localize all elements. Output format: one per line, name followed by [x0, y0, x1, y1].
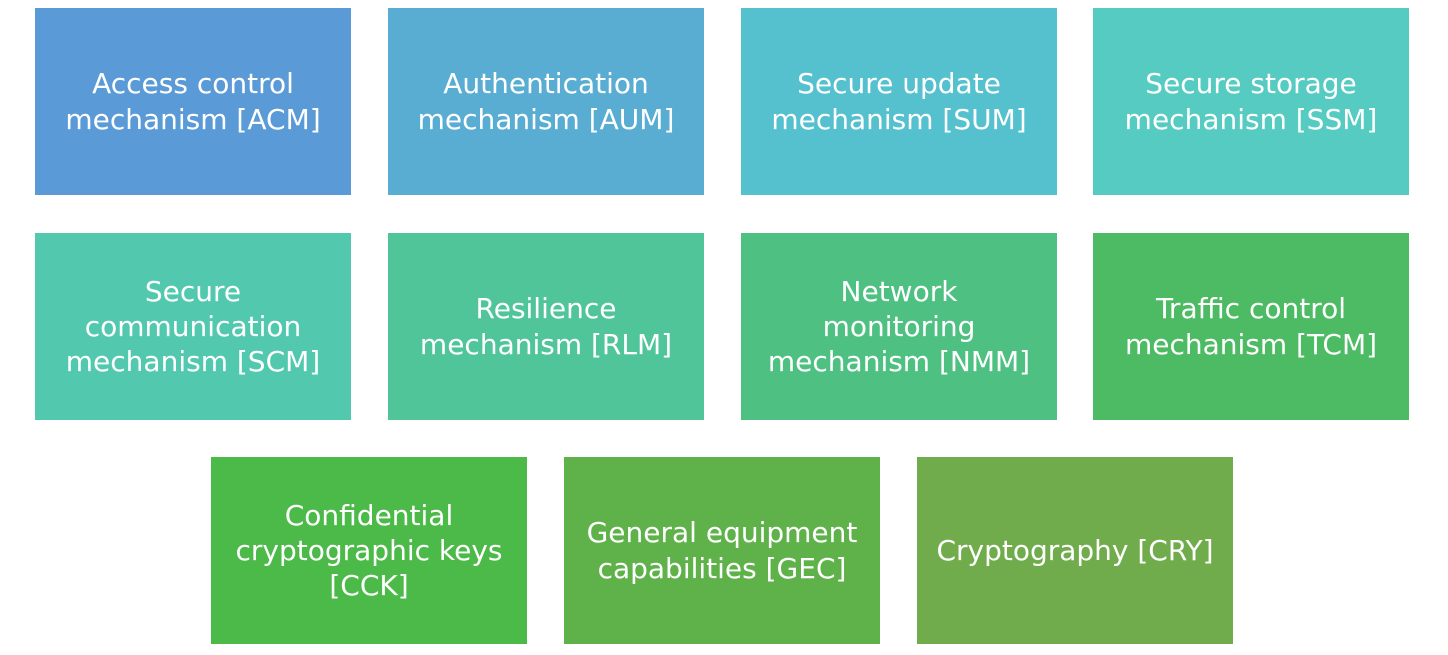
box-label-line: mechanism [NMM] — [767, 345, 1031, 379]
box-label-line: cryptographic keys — [235, 533, 503, 567]
box-label-line: Cryptography [CRY] — [936, 533, 1214, 567]
box-label-line: Authentication — [443, 67, 649, 101]
box-label-line: Traffic control — [1155, 292, 1347, 326]
box-label-line: mechanism [TCM] — [1124, 327, 1378, 361]
box-label: Secure storage mechanism [SSM] — [1125, 66, 1378, 137]
box-ssm: Secure storage mechanism [SSM] — [1093, 8, 1409, 195]
box-label: Resilience mechanism [RLM] — [420, 291, 672, 362]
box-sum: Secure update mechanism [SUM] — [741, 8, 1057, 195]
box-label: Cryptography [CRY] — [936, 533, 1213, 568]
box-cry: Cryptography [CRY] — [917, 457, 1233, 644]
box-label-line: Secure — [144, 274, 242, 308]
box-scm: Secure communication mechanism [SCM] — [35, 233, 351, 420]
box-label: General equipment capabilities [GEC] — [587, 515, 858, 586]
box-tcm: Traffic control mechanism [TCM] — [1093, 233, 1409, 420]
box-label-line: Secure update — [797, 67, 1001, 101]
box-label-line: monitoring — [822, 309, 976, 343]
box-nmm: Network monitoring mechanism [NMM] — [741, 233, 1057, 420]
box-label: Secure update mechanism [SUM] — [771, 66, 1026, 137]
box-label-line: General equipment — [586, 516, 858, 550]
box-label-line: capabilities [GEC] — [597, 551, 847, 585]
box-label: Traffic control mechanism [TCM] — [1125, 291, 1377, 362]
box-label-line: mechanism [SUM] — [771, 102, 1027, 136]
box-label-line: mechanism [ACM] — [65, 102, 321, 136]
box-label-line: Confidential — [284, 498, 454, 532]
box-label-line: mechanism [AUM] — [417, 102, 675, 136]
box-label-line: Secure storage — [1145, 67, 1357, 101]
box-rlm: Resilience mechanism [RLM] — [388, 233, 704, 420]
box-label: Network monitoring mechanism [NMM] — [768, 274, 1030, 380]
box-label-line: Network — [840, 274, 958, 308]
box-label-line: mechanism [RLM] — [419, 327, 673, 361]
box-label-line: mechanism [SCM] — [65, 345, 321, 379]
box-label-line: Access control — [92, 67, 294, 101]
box-gec: General equipment capabilities [GEC] — [564, 457, 880, 644]
box-label-line: communication — [84, 309, 302, 343]
box-label: Authentication mechanism [AUM] — [418, 66, 675, 137]
box-label: Confidential cryptographic keys [CCK] — [236, 498, 503, 604]
box-label: Secure communication mechanism [SCM] — [66, 274, 320, 380]
box-label-line: [CCK] — [329, 569, 409, 603]
box-label-line: Resilience — [475, 292, 617, 326]
box-aum: Authentication mechanism [AUM] — [388, 8, 704, 195]
box-cck: Confidential cryptographic keys [CCK] — [211, 457, 527, 644]
box-label: Access control mechanism [ACM] — [65, 66, 320, 137]
box-acm: Access control mechanism [ACM] — [35, 8, 351, 195]
box-label-line: mechanism [SSM] — [1124, 102, 1378, 136]
